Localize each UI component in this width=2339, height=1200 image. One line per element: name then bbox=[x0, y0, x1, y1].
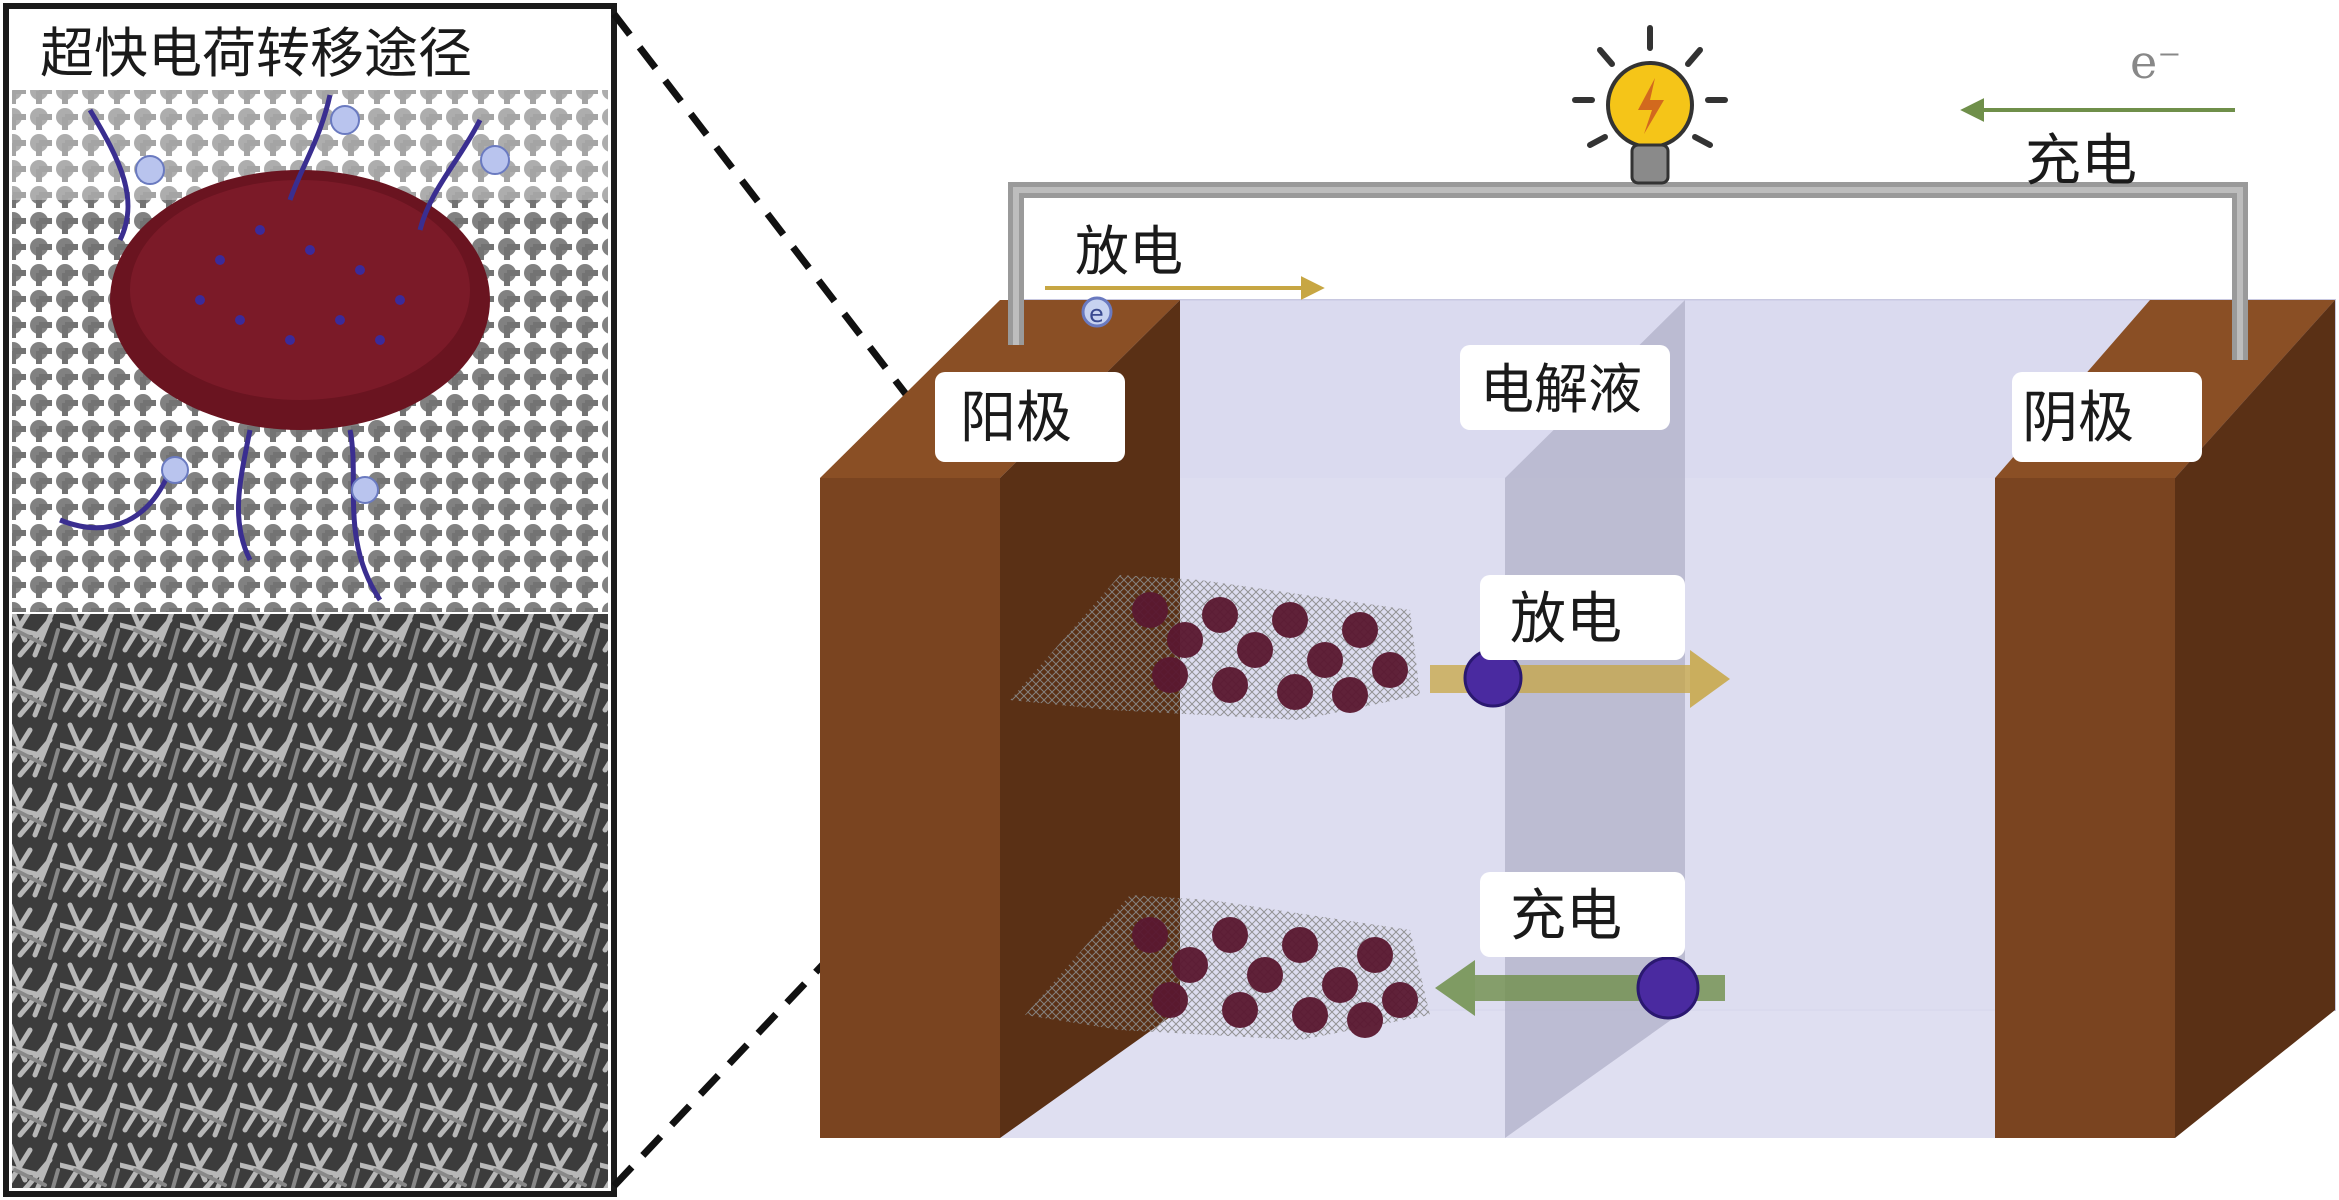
discharge-ion-arrow bbox=[1690, 650, 1730, 708]
inset-panel: 超快电荷转移途径 bbox=[3, 3, 617, 1197]
cell-charge-label-box bbox=[1480, 872, 1685, 957]
ion-charge bbox=[1636, 956, 1700, 1020]
electron-ion-symbol: e bbox=[1089, 300, 1104, 328]
anode-label-box bbox=[935, 372, 1125, 462]
sem-micrograph bbox=[12, 614, 608, 1188]
charge-ion-arrow bbox=[1435, 960, 1475, 1016]
composite-sheet-discharge bbox=[1010, 575, 1420, 720]
electrolyte-label: 电解液 bbox=[1480, 358, 1642, 421]
cell-charge-label: 充电 bbox=[1510, 884, 1622, 949]
electron-symbol: e⁻ bbox=[2130, 35, 2182, 89]
cell-discharge-label: 放电 bbox=[1510, 587, 1622, 652]
electron-ion-top: e bbox=[1081, 296, 1113, 328]
cathode-label-box bbox=[2012, 372, 2202, 462]
circuit-charge-label: 充电 bbox=[2025, 129, 2137, 194]
inset-title: 超快电荷转移途径 bbox=[40, 22, 472, 85]
graphene-particle-illustration bbox=[12, 90, 608, 612]
cell-discharge-label-box bbox=[1480, 575, 1685, 660]
light-bulb-icon bbox=[1572, 25, 1728, 185]
cathode-label: 阴极 bbox=[2022, 386, 2134, 451]
circuit-discharge-label: 放电 bbox=[1075, 220, 1183, 283]
electrolyte-label-box bbox=[1460, 345, 1670, 430]
battery-cell: e⁻ 充电 放电 e 阳极 电解液 阴极 bbox=[820, 25, 2336, 1138]
composite-sheet-charge bbox=[1025, 895, 1430, 1040]
anode-label: 阳极 bbox=[960, 386, 1072, 451]
